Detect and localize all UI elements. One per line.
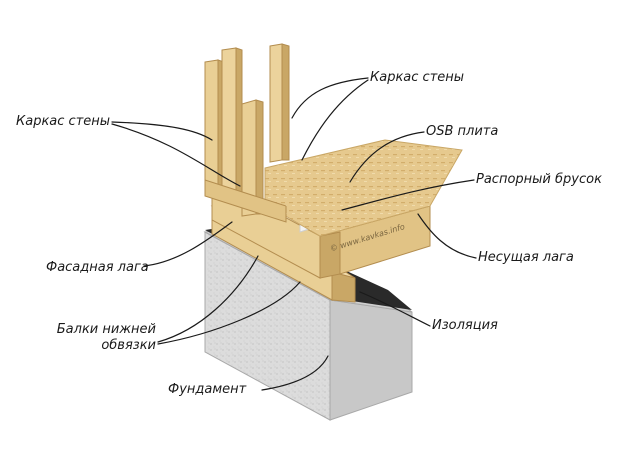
- leader-osb: [349, 131, 425, 183]
- leader-bearing-joist: [417, 213, 477, 259]
- leader-wall-frame-right: [291, 77, 369, 119]
- label-sill-beams-line1: Балки нижней: [56, 322, 156, 337]
- leader-sill-1: [157, 255, 259, 343]
- leader-insulation: [359, 291, 431, 327]
- label-bearing-joist: Несущая лага: [478, 250, 574, 265]
- leader-sill-2: [157, 281, 301, 345]
- label-insulation: Изоляция: [432, 318, 498, 333]
- leader-wall-frame-left-1: [111, 121, 213, 141]
- leader-spacer: [341, 179, 475, 211]
- label-spacer: Распорный брусок: [476, 172, 602, 187]
- wall-frame-studs: [204, 43, 290, 223]
- label-wall-frame-left: Каркас стены: [16, 114, 111, 129]
- leader-lines: [111, 77, 477, 391]
- label-osb: OSB плита: [426, 124, 499, 139]
- leader-wall-frame-right-2: [301, 79, 369, 161]
- label-facade-joist: Фасадная лага: [46, 260, 149, 275]
- leader-facade-joist: [143, 221, 233, 267]
- leader-foundation: [261, 355, 329, 391]
- label-foundation: Фундамент: [168, 382, 247, 397]
- label-sill-beams-line2: обвязки: [101, 338, 156, 353]
- osb-slab: [264, 139, 463, 237]
- leader-wall-frame-left-2: [111, 123, 241, 187]
- label-wall-frame-right: Каркас стены: [370, 70, 465, 85]
